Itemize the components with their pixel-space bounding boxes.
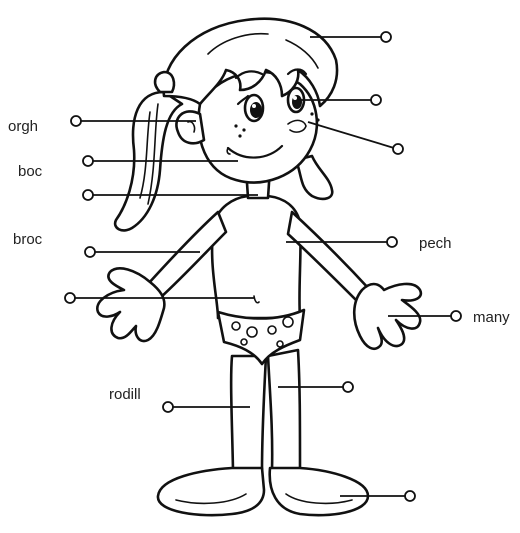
point-nose: [393, 144, 403, 154]
ear: [176, 111, 204, 143]
label-arm: broc: [13, 231, 43, 248]
right-leg: [231, 356, 266, 470]
point-mouth: [83, 156, 93, 166]
point-eye: [371, 95, 381, 105]
left-leg: [268, 350, 300, 470]
point-chest: [387, 237, 397, 247]
point-hand: [451, 311, 461, 321]
right-foot: [158, 468, 264, 515]
point-arm: [85, 247, 95, 257]
label-ear: orgh: [8, 118, 38, 135]
point-knee: [163, 402, 173, 412]
label-chest: pech: [419, 235, 452, 252]
point-ear: [71, 116, 81, 126]
label-knee: rodill: [109, 386, 141, 403]
label-mouth: boc: [18, 163, 43, 180]
point-leg: [343, 382, 353, 392]
point-belly: [65, 293, 75, 303]
point-hair: [381, 32, 391, 42]
hair-clip: [155, 72, 174, 92]
left-foot: [270, 468, 368, 515]
point-foot: [405, 491, 415, 501]
point-neck: [83, 190, 93, 200]
label-hand: many: [473, 309, 510, 326]
